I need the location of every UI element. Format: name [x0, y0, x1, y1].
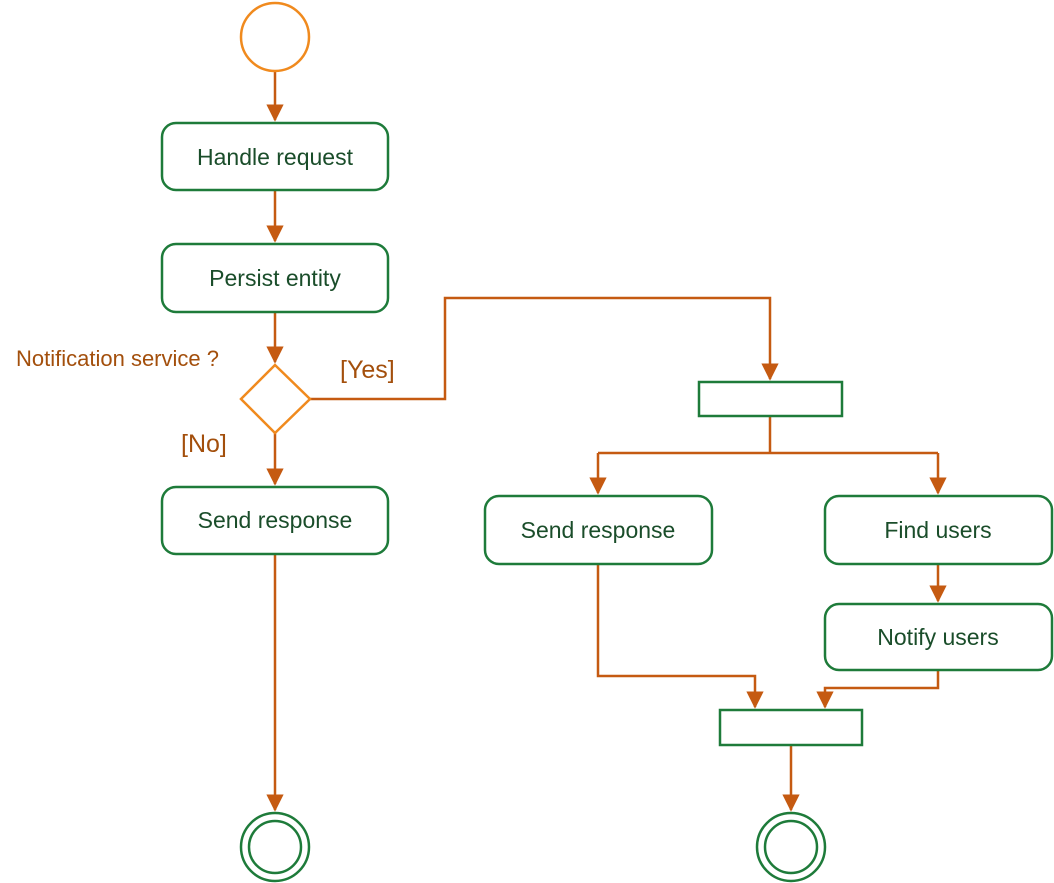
action-label: Notify users: [877, 624, 998, 650]
edge-notify-to-join: [816, 670, 940, 709]
action-persist-entity[interactable]: Persist entity: [160, 242, 390, 314]
guard-no-label: [No]: [181, 430, 227, 458]
final-node-right: [755, 811, 827, 883]
action-find-users[interactable]: Find users: [823, 494, 1054, 566]
action-label: Persist entity: [209, 265, 341, 291]
action-label: Send response: [198, 507, 353, 533]
action-send-response-yes[interactable]: Send response: [483, 494, 714, 566]
final-node-left: [239, 811, 311, 883]
action-send-response-no[interactable]: Send response: [160, 485, 390, 556]
decision-node[interactable]: [239, 363, 312, 435]
decision-question-label: Notification service ?: [16, 346, 219, 371]
initial-node: [239, 1, 311, 73]
action-notify-users[interactable]: Notify users: [823, 602, 1054, 672]
edge-decision-yes: [310, 296, 779, 401]
fork-bar: [697, 380, 844, 418]
action-label: Handle request: [197, 144, 354, 170]
join-bar: [718, 708, 864, 747]
edge-send-response-to-join: [596, 564, 764, 709]
action-handle-request[interactable]: Handle request: [160, 121, 390, 192]
action-label: Send response: [521, 517, 676, 543]
action-label: Find users: [884, 517, 991, 543]
guard-yes-label: [Yes]: [340, 356, 395, 384]
